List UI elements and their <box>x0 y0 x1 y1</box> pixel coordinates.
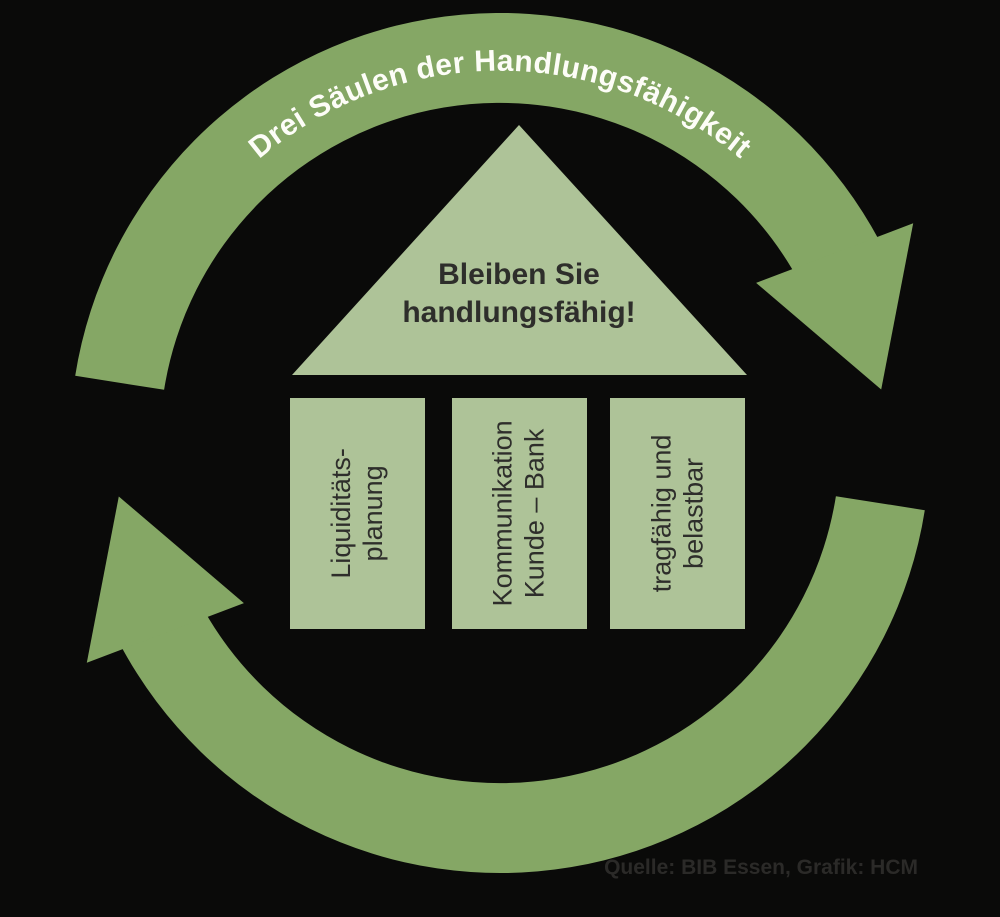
pillar-label-line2: Kunde – Bank <box>520 428 551 599</box>
cycle-arrow-bottom-band <box>120 496 925 874</box>
pillar-label-line1: Liquiditäts- <box>326 448 357 579</box>
cycle-arrow-top-band <box>75 12 880 390</box>
roof-message-line1: Bleiben Sie <box>438 258 600 291</box>
pillar-label-line2: planung <box>358 465 389 562</box>
cycle-arrow-top-head-icon <box>756 223 914 390</box>
pillar-tragfaehig-und-belastbar: tragfähig und belastbar <box>610 398 745 629</box>
roof-message: Bleiben Sie handlungsfähig! <box>330 256 708 331</box>
pillar-label-line2: belastbar <box>678 457 709 570</box>
pillar-liquiditaetsplanung: Liquiditäts- planung <box>290 398 425 629</box>
pillar-label-line1: Kommunikation <box>488 420 519 607</box>
pillar-label-line1: tragfähig und <box>646 434 677 593</box>
pillar-tragfaehig-und-belastbar-label: tragfähig und belastbar <box>645 435 710 593</box>
pillar-kommunikation-kunde-bank-label: Kommunikation Kunde – Bank <box>487 420 552 606</box>
house-roof-triangle <box>292 125 747 375</box>
source-credit: Quelle: BIB Essen, Grafik: HCM <box>604 856 918 879</box>
pillar-liquiditaetsplanung-label: Liquiditäts- planung <box>325 448 390 579</box>
roof-message-line2: handlungsfähig! <box>402 295 636 329</box>
pillar-kommunikation-kunde-bank: Kommunikation Kunde – Bank <box>452 398 587 629</box>
cycle-arrow-bottom-head-icon <box>86 496 244 663</box>
